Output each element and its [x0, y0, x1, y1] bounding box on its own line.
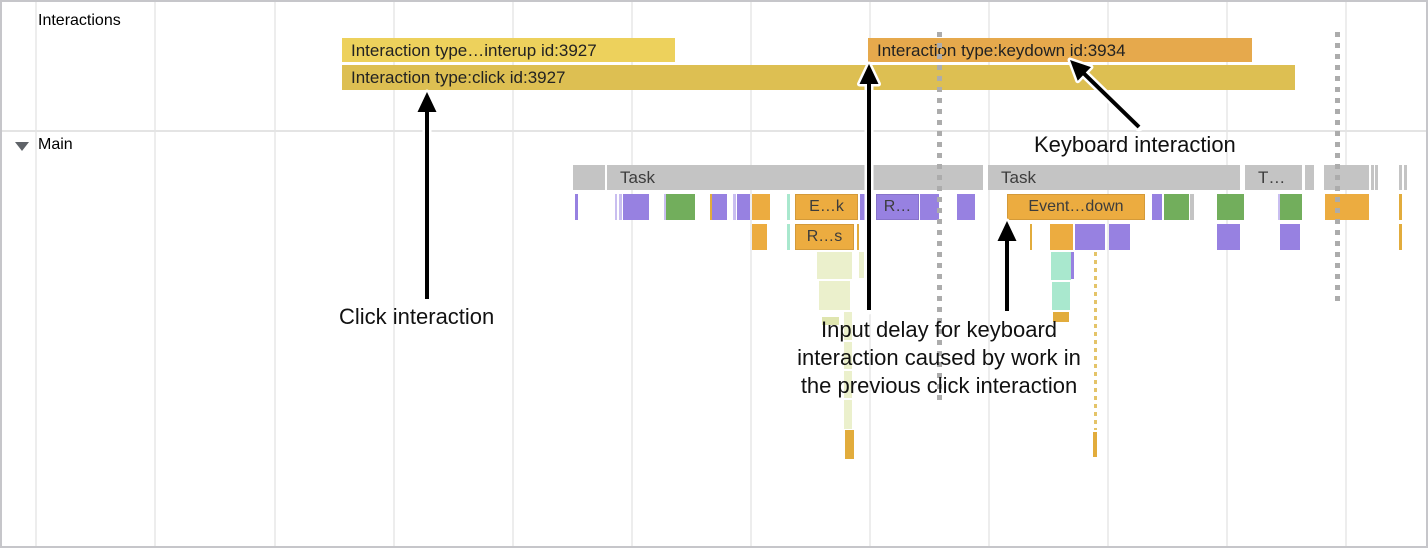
flame-block[interactable]: [1280, 224, 1300, 250]
flame-block[interactable]: [1109, 224, 1130, 250]
flame-block[interactable]: [710, 194, 712, 220]
flame-block[interactable]: [787, 194, 790, 220]
flame-block-Task[interactable]: Task: [607, 165, 983, 190]
flame-block[interactable]: [819, 281, 850, 310]
flame-block-Eventdown[interactable]: Event…down: [1007, 194, 1145, 220]
flame-block[interactable]: [1190, 194, 1194, 220]
flame-block-Task[interactable]: Task: [988, 165, 1240, 190]
interaction-bar-interup[interactable]: Interaction type…interup id:3927: [342, 38, 675, 62]
flame-block[interactable]: [573, 165, 605, 190]
pending-event-dashed-line: [1094, 252, 1097, 430]
main-track-collapse-triangle-icon[interactable]: [15, 142, 29, 151]
flame-block[interactable]: [664, 194, 666, 220]
time-gridline: [393, 2, 395, 546]
input-delay-line-2: interaction caused by work in: [797, 345, 1081, 370]
flame-block[interactable]: [1399, 194, 1402, 220]
flame-block[interactable]: [1053, 312, 1069, 322]
flame-block-T[interactable]: T…: [1245, 165, 1302, 190]
flame-block[interactable]: [1325, 194, 1369, 220]
flame-block[interactable]: [1075, 224, 1105, 250]
flame-block[interactable]: [1152, 194, 1162, 220]
flame-block[interactable]: [844, 400, 852, 429]
time-gridline: [750, 2, 752, 546]
interactions-track-label: Interactions: [38, 12, 121, 29]
dotted-time-marker: [937, 32, 942, 400]
flame-block[interactable]: [1404, 165, 1407, 190]
time-gridline: [512, 2, 514, 546]
flame-block[interactable]: [1164, 194, 1189, 220]
flame-block[interactable]: [712, 194, 727, 220]
flame-block[interactable]: [1052, 282, 1070, 310]
flame-block[interactable]: [1280, 194, 1302, 220]
flame-block[interactable]: [1217, 224, 1240, 250]
flame-block[interactable]: [844, 342, 852, 369]
flame-block[interactable]: [822, 317, 839, 325]
flame-block[interactable]: [1030, 224, 1032, 250]
flame-block[interactable]: [957, 194, 975, 220]
input-delay-line-1: Input delay for keyboard: [820, 317, 1058, 342]
flame-block[interactable]: [1375, 165, 1378, 190]
flame-block[interactable]: [1399, 165, 1402, 190]
main-track-label[interactable]: Main: [38, 136, 73, 153]
flame-block[interactable]: [619, 194, 622, 220]
time-gridline: [988, 2, 990, 546]
time-gridline: [1107, 2, 1109, 546]
flame-block[interactable]: [623, 194, 649, 220]
flame-block[interactable]: [752, 224, 767, 250]
time-gridline: [631, 2, 633, 546]
flame-block[interactable]: [1050, 224, 1073, 250]
flame-block[interactable]: [817, 252, 852, 279]
flame-block-Rs[interactable]: R…s: [795, 224, 854, 250]
flame-block[interactable]: [787, 224, 790, 250]
click-interaction-annotation: Click interaction: [339, 304, 495, 329]
flame-block[interactable]: [1371, 165, 1374, 190]
flame-block[interactable]: [737, 194, 750, 220]
interaction-bar-click[interactable]: Interaction type:click id:3927: [342, 65, 1295, 90]
flame-block[interactable]: [1051, 252, 1071, 280]
time-gridline: [1226, 2, 1228, 546]
flame-block[interactable]: [1278, 194, 1280, 220]
flame-block[interactable]: [733, 194, 736, 220]
flame-block[interactable]: [860, 194, 866, 220]
flame-block[interactable]: [920, 194, 939, 220]
time-gridline: [35, 2, 37, 546]
flame-block[interactable]: [859, 252, 864, 278]
time-gridline: [154, 2, 156, 546]
flame-block[interactable]: [1217, 194, 1244, 220]
flame-block[interactable]: [666, 194, 695, 220]
flame-block[interactable]: [844, 371, 852, 398]
flame-block-R[interactable]: R…: [876, 194, 919, 220]
track-separator-line: [2, 130, 1426, 132]
flame-block[interactable]: [844, 312, 852, 340]
flame-block[interactable]: [752, 194, 770, 220]
flame-block[interactable]: [1399, 224, 1402, 250]
flame-block[interactable]: [615, 194, 617, 220]
flame-block[interactable]: [575, 194, 578, 220]
flame-block-Ek[interactable]: E…k: [795, 194, 858, 220]
dotted-time-marker: [1335, 32, 1340, 304]
keyboard-interaction-annotation: Keyboard interaction: [1034, 132, 1236, 157]
time-gridline: [1345, 2, 1347, 546]
input-delay-line-3: the previous click interaction: [800, 373, 1078, 398]
flame-block[interactable]: [1324, 165, 1369, 190]
flame-block[interactable]: [1305, 165, 1314, 190]
flame-block[interactable]: [1093, 432, 1097, 457]
flame-block[interactable]: [857, 224, 859, 250]
time-gridline: [274, 2, 276, 546]
flame-block[interactable]: [845, 430, 854, 459]
interaction-bar-keydown[interactable]: Interaction type:keydown id:3934: [868, 38, 1252, 62]
flame-block[interactable]: [1071, 252, 1074, 279]
input-delay-annotation: Input delay for keyboard interaction cau…: [797, 316, 1081, 400]
